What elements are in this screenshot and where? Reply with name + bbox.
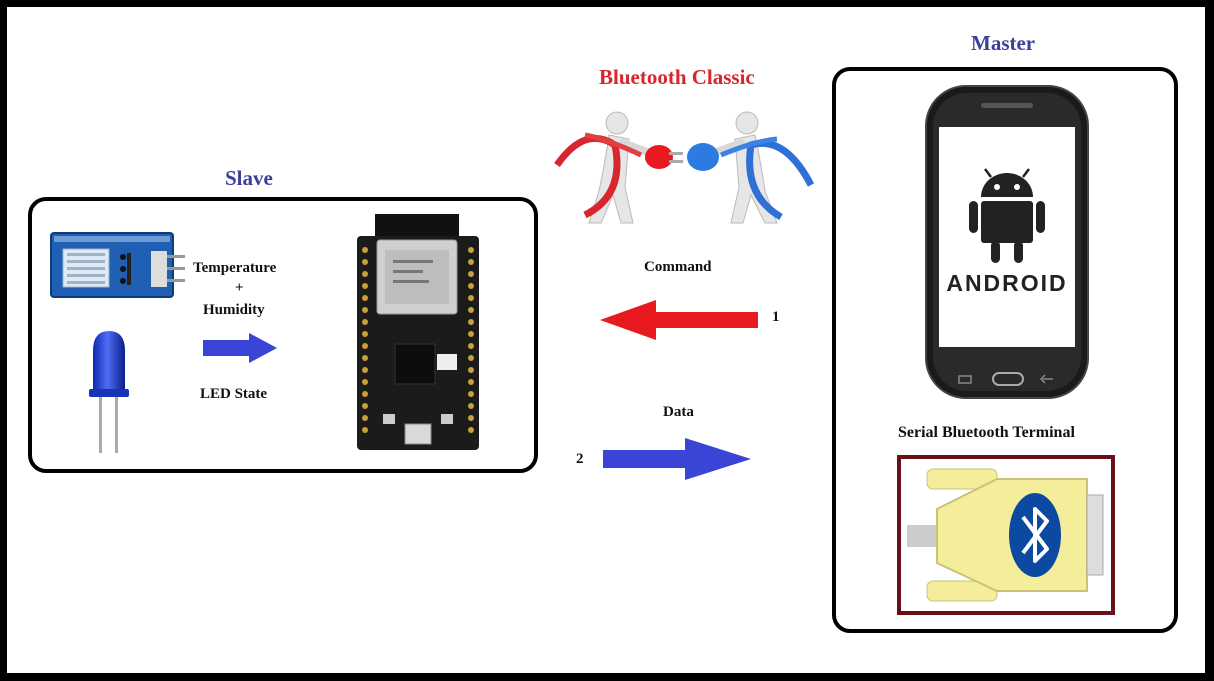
serial-bluetooth-terminal-label: Serial Bluetooth Terminal xyxy=(898,424,1075,441)
data-label: Data xyxy=(663,404,694,420)
step-1-label: 1 xyxy=(772,309,780,325)
led-icon xyxy=(89,331,129,453)
bluetooth-classic-title: Bluetooth Classic xyxy=(599,65,755,89)
serial-bluetooth-terminal-icon xyxy=(897,455,1115,615)
master-title: Master xyxy=(971,31,1036,55)
android-phone-icon: ANDROID xyxy=(925,85,1089,399)
dht-sensor-icon xyxy=(50,232,185,298)
humidity-label: Humidity xyxy=(203,302,265,318)
sensor-arrow-icon xyxy=(203,333,277,363)
temperature-label: Temperature xyxy=(193,260,277,276)
command-label: Command xyxy=(644,259,712,275)
slave-title: Slave xyxy=(225,166,273,190)
plug-connection-icon xyxy=(554,111,815,224)
data-arrow-icon xyxy=(603,438,751,480)
led-state-label: LED State xyxy=(200,386,268,402)
esp32-board-icon xyxy=(357,214,479,450)
android-brand-text: ANDROID xyxy=(946,270,1067,296)
diagram-canvas: Slave Bluetooth Classic Master xyxy=(7,7,1205,673)
command-arrow-icon xyxy=(600,300,758,340)
plus-label: + xyxy=(235,280,244,296)
step-2-label: 2 xyxy=(576,451,584,467)
